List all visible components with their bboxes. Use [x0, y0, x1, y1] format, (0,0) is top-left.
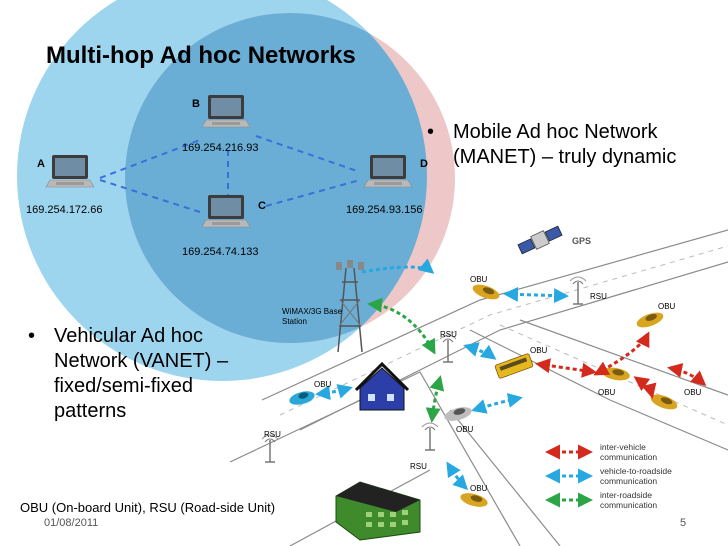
v2v-arrow-4 [667, 363, 707, 386]
manet-bullet: • Mobile Ad hoc Network (MANET) – truly … [427, 120, 717, 170]
gps-label: GPS [572, 236, 592, 246]
rsu-tower-icon-4 [261, 434, 279, 463]
slide-title: Multi-hop Ad hoc Networks [46, 42, 356, 69]
obu-label-1: OBU [470, 275, 488, 284]
slide-number: 5 [680, 517, 687, 529]
obu-label-2: OBU [658, 302, 676, 311]
v2r-arrow-5 [471, 392, 523, 414]
base-station-icon [336, 260, 364, 353]
car-icon-2 [634, 309, 666, 331]
obu-label-5: OBU [598, 388, 616, 397]
v2r-arrow-2 [503, 286, 569, 304]
vanet-bullet-dot: • [28, 325, 36, 347]
v2r-arrow-1 [361, 258, 435, 274]
v2v-arrow-2 [535, 358, 597, 378]
node-c-ip: 169.254.74.133 [182, 246, 259, 258]
legend-v2v-label: inter-vehicle communication [600, 442, 658, 462]
v2v-arrow-1 [593, 331, 650, 376]
vanet-bullet-text: Vehicular Ad hoc Network (VANET) – fixed… [54, 325, 229, 422]
rsu-tower-icon-1 [569, 276, 587, 305]
v2v-arrow-3 [633, 376, 657, 399]
v2r-arrow-3 [463, 342, 497, 360]
node-d-ip: 169.254.93.156 [346, 204, 423, 216]
r2r-arrow-2 [425, 375, 445, 423]
legend-r2r-label: inter-roadside communication [600, 490, 658, 510]
manet-bullet-text: Mobile Ad hoc Network (MANET) – truly dy… [453, 121, 677, 168]
overlap-region [125, 13, 427, 343]
abbreviation-footnote: OBU (On-board Unit), RSU (Road-side Unit… [20, 500, 276, 515]
car-icon-7 [458, 490, 490, 510]
slide-date: 01/08/2011 [44, 517, 99, 529]
obu-label-8: OBU [470, 484, 488, 493]
node-c-letter: C [258, 200, 266, 212]
rsu-tower-icon-2 [439, 334, 457, 363]
node-a-ip: 169.254.172.66 [26, 204, 103, 216]
base-station-label: WiMAX/3G Base Station [282, 307, 343, 326]
obu-label-7: OBU [456, 425, 474, 434]
rsu-label-2: RSU [440, 330, 457, 339]
r2r-arrow-3 [446, 461, 469, 491]
node-b-letter: B [192, 98, 200, 110]
v2r-arrow-4 [315, 384, 353, 401]
node-d-letter: D [420, 158, 428, 170]
legend-v2r-label: vehicle-to-roadside communication [600, 466, 672, 486]
rsu-label-1: RSU [590, 292, 607, 301]
car-icon-1 [470, 281, 502, 303]
gps-satellite-icon [517, 225, 563, 255]
house-icon [354, 361, 410, 411]
rsu-label-3: RSU [410, 462, 427, 471]
link-b-d [255, 135, 361, 173]
manet-bullet-dot: • [427, 121, 435, 143]
car-icon-4 [648, 391, 680, 413]
rsu-label-4: RSU [264, 430, 281, 439]
vanet-bullet: • Vehicular Ad hoc Network (VANET) – fix… [28, 324, 264, 424]
car-icon-5 [444, 407, 472, 421]
bus-icon [494, 353, 534, 379]
obu-label-3: OBU [530, 346, 548, 355]
node-b-ip: 169.254.216.93 [182, 142, 259, 154]
r2r-arrow-1 [367, 297, 436, 355]
car-icon-3 [601, 365, 631, 383]
rsu-tower-icon-3 [421, 422, 439, 451]
link-a-b [99, 139, 201, 179]
link-c-d [265, 179, 361, 207]
obu-label-6: OBU [684, 388, 702, 397]
building-icon [335, 481, 421, 541]
car-icon-6 [289, 391, 315, 405]
node-a-letter: A [37, 158, 45, 170]
obu-label-4: OBU [314, 380, 332, 389]
